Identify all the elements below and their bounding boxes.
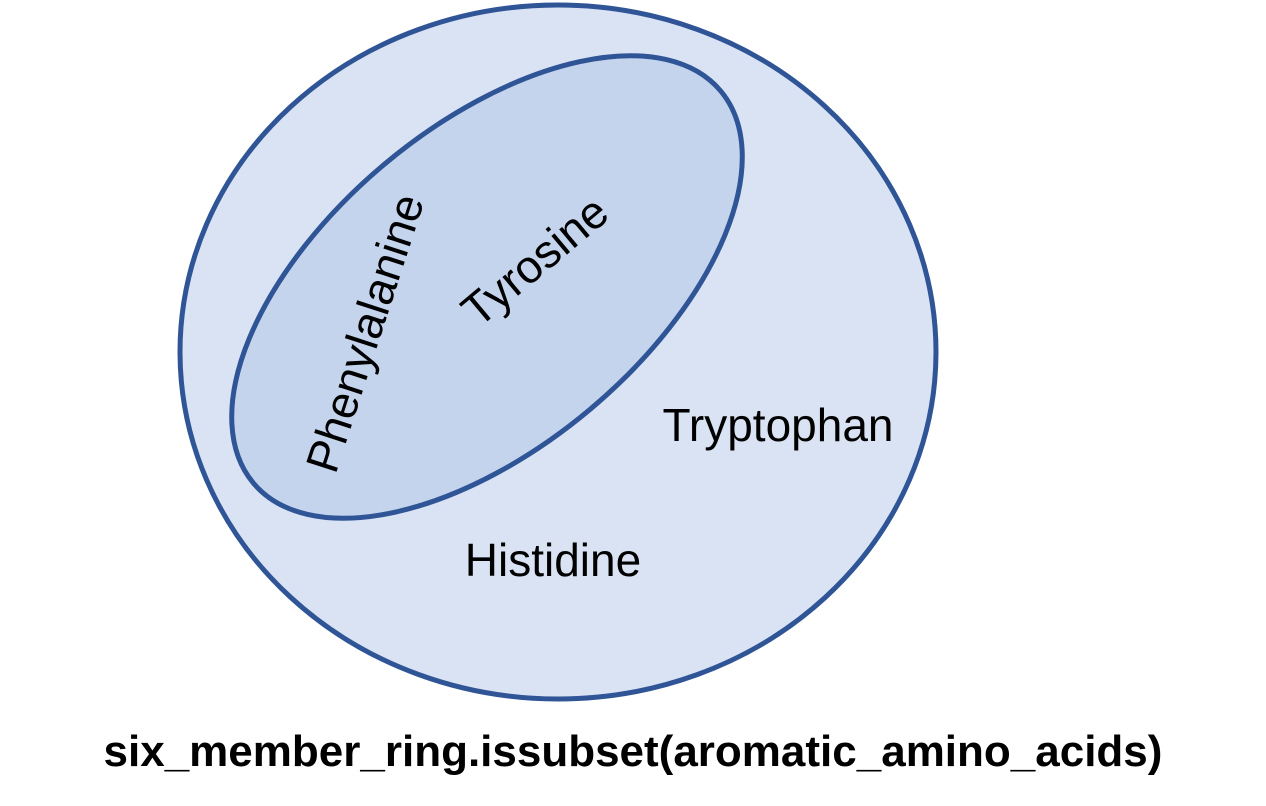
label-tryptophan: Tryptophan [663, 399, 894, 451]
inner-set-ellipse [229, 53, 745, 521]
diagram-caption: six_member_ring.issubset(aromatic_amino_… [104, 727, 1163, 776]
label-histidine: Histidine [465, 534, 641, 586]
